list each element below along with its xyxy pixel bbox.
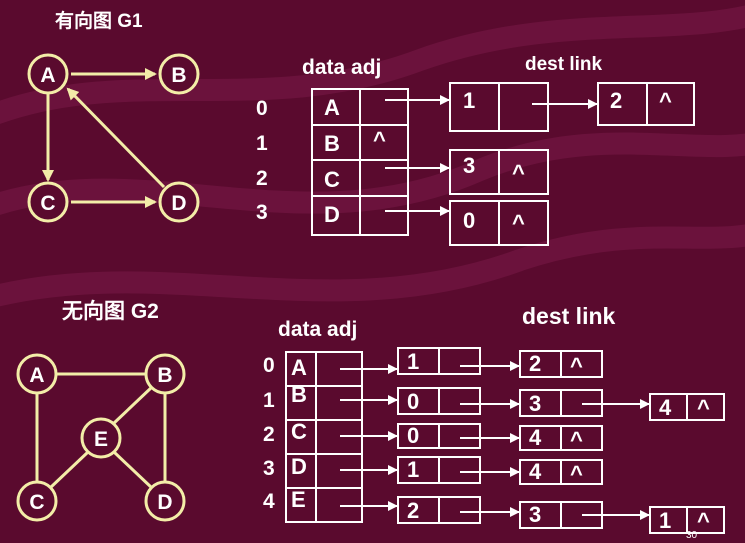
g2-vertex-data: D	[291, 454, 307, 479]
g1-edge-link-null: ^	[512, 210, 525, 235]
g1-node-a-label: A	[40, 64, 55, 87]
g1-node-a	[27, 53, 69, 95]
g2-edge-link-null: ^	[697, 395, 710, 420]
g2-edge-link-null: ^	[570, 427, 583, 452]
g2-node-a	[16, 353, 58, 395]
g1-header-dest-link: dest link	[525, 54, 603, 75]
g2-header-dest-link: dest link	[522, 303, 616, 329]
g1-graph: A B C D	[27, 53, 200, 223]
g2-index: 3	[263, 457, 275, 480]
g2-edge-dest: 4	[659, 395, 672, 420]
g1-edge-dest: 0	[463, 208, 475, 233]
g2-edge-link-null: ^	[570, 461, 583, 486]
g1-edge-link-null: ^	[512, 160, 525, 185]
g2-edge-dest: 4	[529, 425, 542, 450]
g2-node-a-label: A	[29, 364, 44, 387]
g2-vertex-data: B	[291, 382, 307, 407]
g2-node-d	[144, 480, 186, 522]
g2-edge-dest: 3	[529, 502, 541, 527]
g2-edge-dest: 0	[407, 389, 419, 414]
page-number: 30	[686, 530, 698, 538]
g1-index: 3	[256, 201, 268, 224]
g2-node-c-label: C	[29, 491, 44, 514]
g1-node-b-label: B	[171, 64, 186, 87]
g1-node-d-label: D	[171, 192, 186, 215]
g2-edge-e-c	[48, 450, 90, 490]
g1-node-d	[158, 181, 200, 223]
g2-pointers	[340, 361, 650, 520]
g1-vertex-data: D	[324, 202, 340, 227]
g2-edge-dest: 4	[529, 459, 542, 484]
g1-vertex-data: A	[324, 95, 340, 120]
g2-vertex-data: A	[291, 355, 307, 380]
g2-node-c	[16, 480, 58, 522]
background-swirls	[0, 5, 745, 307]
g2-node-b	[144, 353, 186, 395]
g1-edge-d-a	[66, 87, 166, 189]
g1-edge-link-null: ^	[659, 88, 672, 113]
g1-vertex-data: C	[324, 167, 340, 192]
g1-node-b	[158, 53, 200, 95]
g2-index: 0	[263, 354, 275, 377]
g1-edge-nodes	[449, 82, 695, 246]
g2-edge-link-null: ^	[570, 353, 583, 378]
g2-index: 1	[263, 389, 275, 412]
g2-edge-nodes	[397, 347, 725, 534]
g1-edge-dest: 1	[463, 88, 475, 113]
g2-graph: A B E C D	[16, 353, 186, 522]
g2-node-e-label: E	[94, 428, 108, 451]
g1-title: 有向图 G1	[55, 9, 143, 32]
g2-node-b-label: B	[157, 364, 172, 387]
g1-pointers	[385, 95, 598, 216]
g2-edge-dest: 3	[529, 391, 541, 416]
g1-vertex-data: B	[324, 131, 340, 156]
g1-node-c	[27, 181, 69, 223]
g2-edge-dest: 1	[659, 508, 671, 533]
g2-vertex-data: C	[291, 419, 307, 444]
g1-header-data-adj: data adj	[302, 56, 381, 79]
g2-edge-dest: 1	[407, 349, 419, 374]
g1-index: 2	[256, 167, 268, 190]
g1-index: 0	[256, 97, 268, 120]
g1-index: 1	[256, 132, 268, 155]
g1-edge-dest: 3	[463, 153, 475, 178]
g2-edge-link-null: ^	[697, 508, 710, 533]
g2-edge-dest: 0	[407, 423, 419, 448]
g2-vertex-data: E	[291, 487, 306, 512]
g2-indices: 0 1 2 3 4	[263, 354, 275, 513]
g1-edge-dest: 2	[610, 88, 622, 113]
g2-index: 4	[263, 490, 275, 513]
g2-edge-dest: 1	[407, 457, 419, 482]
g2-node-d-label: D	[157, 491, 172, 514]
g2-title: 无向图 G2	[62, 299, 159, 323]
g2-header-data-adj: data adj	[278, 318, 357, 341]
g2-node-e	[80, 417, 122, 459]
g1-vertex-table	[311, 88, 409, 236]
g1-vertex-adj-null: ^	[373, 127, 386, 152]
g2-index: 2	[263, 423, 275, 446]
g2-edge-dest: 2	[529, 351, 541, 376]
g2-edge-dest: 2	[407, 498, 419, 523]
g1-node-c-label: C	[40, 192, 55, 215]
g1-indices: 0 1 2 3	[256, 97, 268, 224]
g2-edge-e-d	[112, 450, 154, 490]
g2-edge-b-e	[111, 385, 154, 426]
